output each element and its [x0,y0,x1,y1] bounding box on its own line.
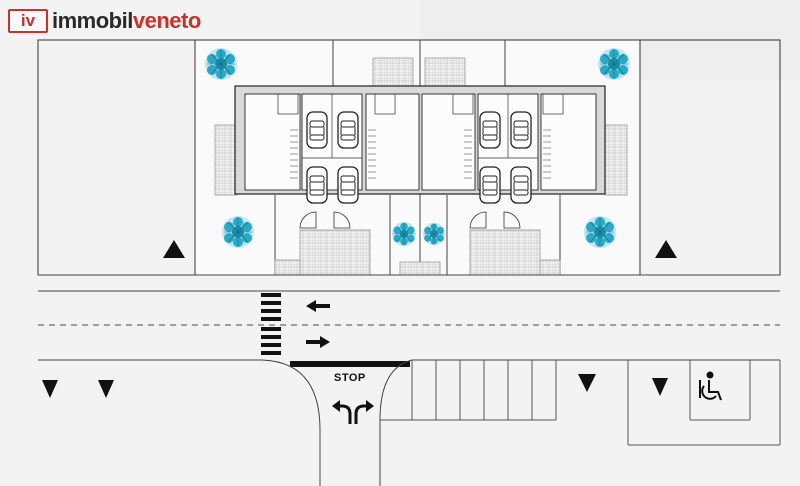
arrow-left-icon [306,300,330,312]
triangle-marker-icon [42,374,668,398]
stop-text: STOP [334,372,366,384]
brand-name-part1: immobil [52,8,133,33]
road [38,274,780,361]
brand-logo: iv immobilveneto [8,8,201,34]
parking-stalls [380,360,781,446]
turn-arrowheads [332,400,374,412]
side-street [261,359,413,486]
gate-icon [299,211,521,229]
wheelchair-icon [699,371,722,401]
brand-name-part2: veneto [132,8,201,33]
arrow-right-icon [306,336,330,348]
turn-arrows-icon [337,404,369,424]
stop-line [290,361,410,367]
brand-name: immobilveneto [52,8,201,34]
building [234,85,606,195]
brand-badge: iv [8,9,48,33]
triangle-marker-icon [163,240,677,258]
crosswalk [261,293,281,355]
